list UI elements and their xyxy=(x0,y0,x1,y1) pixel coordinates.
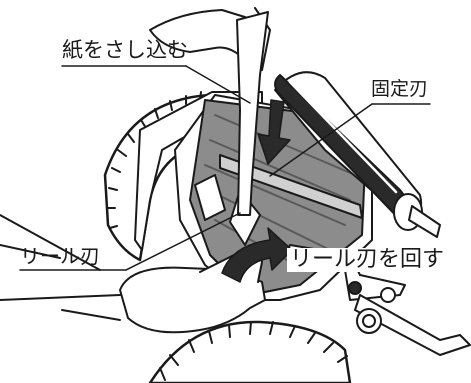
label-insert-paper: 紙をさし込む xyxy=(62,38,188,62)
roller xyxy=(274,71,441,238)
label-fixed-blade: 固定刃 xyxy=(371,78,429,100)
leader-lines xyxy=(19,65,431,271)
label-rotate-reel: リール刃を回す xyxy=(287,248,448,272)
label-reel-blade: リール刃 xyxy=(20,244,100,268)
paper-strip xyxy=(236,11,269,216)
bottom-tire xyxy=(148,320,352,383)
fixed-blade xyxy=(219,154,363,219)
insert-arrow-icon xyxy=(257,99,291,165)
sleeve-lines xyxy=(0,214,121,321)
glove-hand xyxy=(119,266,266,334)
